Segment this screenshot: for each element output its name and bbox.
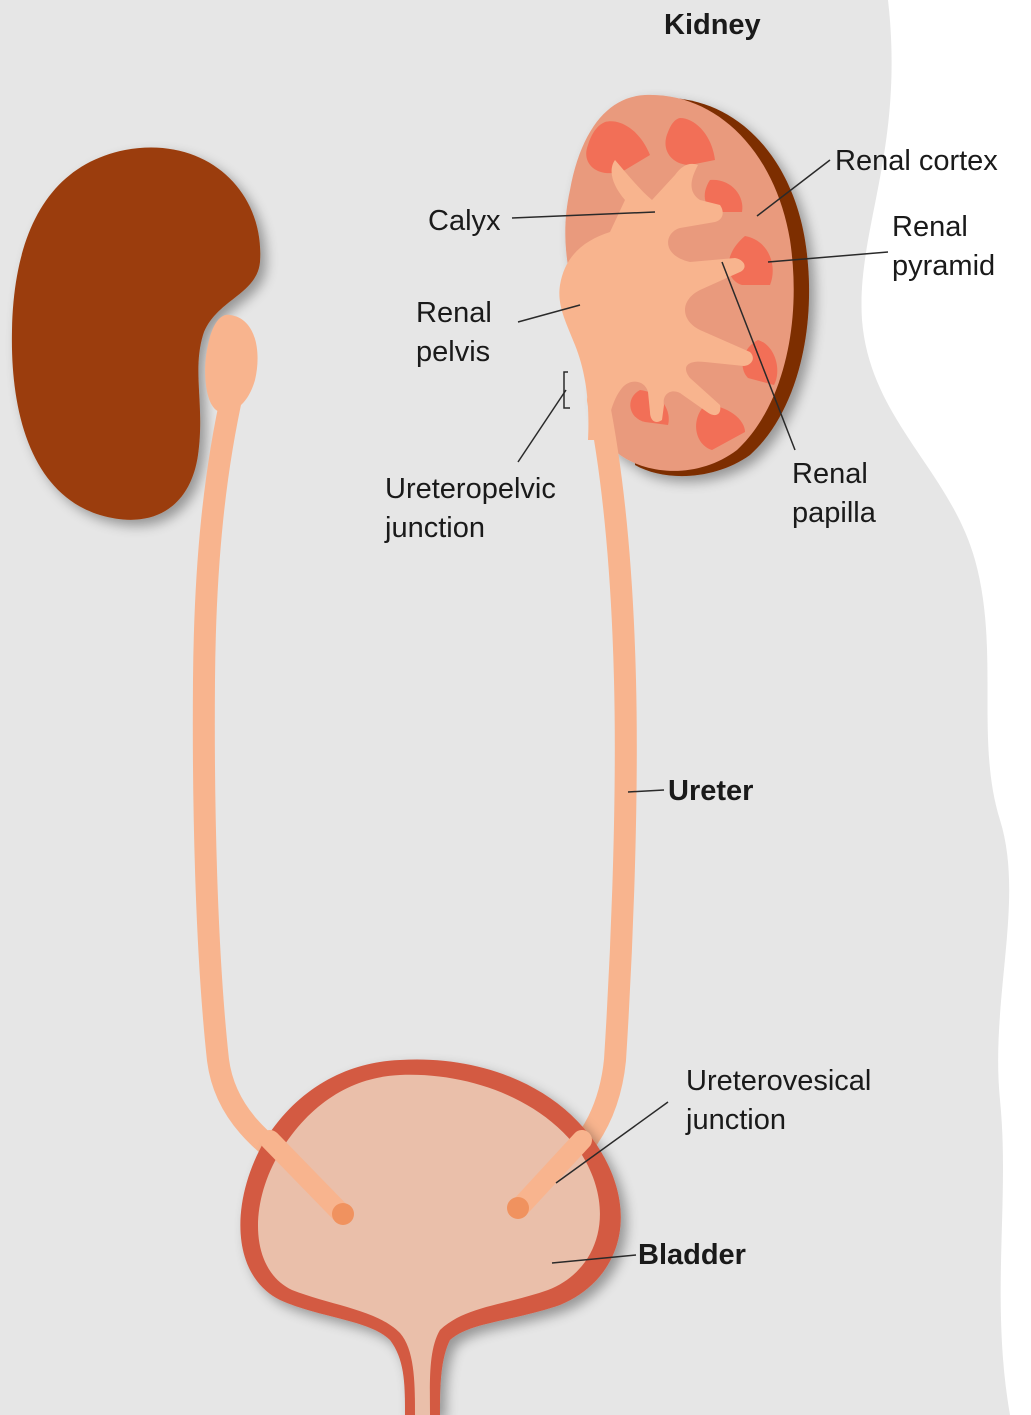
right-ureteric-orifice	[507, 1197, 529, 1219]
label-renal-cortex: Renal cortex	[835, 145, 998, 177]
label-renal-papilla-line1: Renal	[792, 458, 868, 490]
label-kidney: Kidney	[664, 9, 761, 41]
label-ureteropelvic-line2: junction	[384, 512, 485, 544]
label-ureter: Ureter	[668, 775, 753, 807]
label-ureterovesical-line2: junction	[685, 1104, 786, 1136]
label-renal-pelvis-line2: pelvis	[416, 336, 490, 368]
left-ureteric-orifice	[332, 1203, 354, 1225]
label-calyx: Calyx	[428, 205, 501, 237]
label-renal-pyramid-line1: Renal	[892, 211, 968, 243]
label-renal-papilla-line2: papilla	[792, 497, 877, 529]
label-renal-pelvis-line1: Renal	[416, 297, 492, 329]
label-renal-pyramid-line2: pyramid	[892, 250, 995, 282]
label-ureteropelvic-line1: Ureteropelvic	[385, 473, 556, 505]
label-ureterovesical-line1: Ureterovesical	[686, 1065, 871, 1097]
label-bladder: Bladder	[638, 1239, 746, 1271]
